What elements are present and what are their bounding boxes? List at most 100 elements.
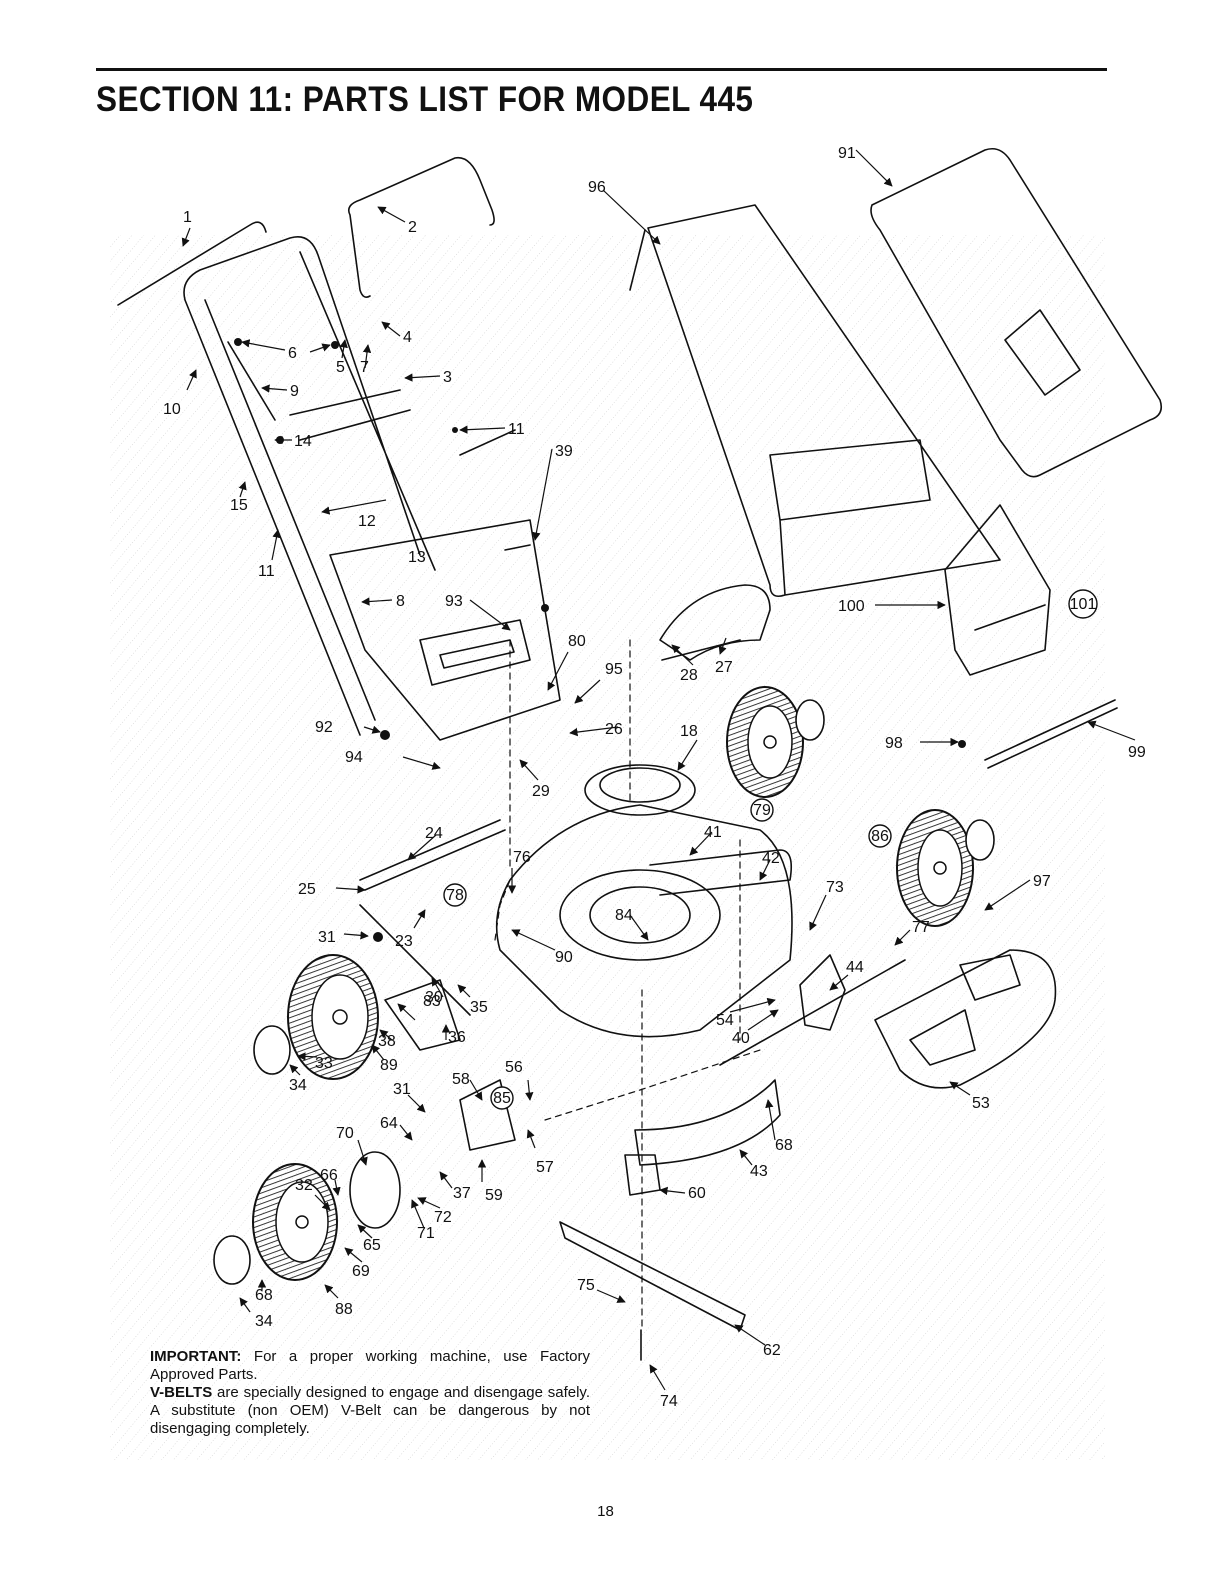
part-callout: 64 — [380, 1115, 398, 1132]
part-callout: 2 — [408, 219, 417, 236]
deck-inner-ring — [589, 886, 691, 944]
front-cover — [874, 949, 1057, 1089]
nut — [373, 932, 383, 942]
part-callout: 68 — [775, 1137, 793, 1154]
front-axle — [359, 904, 471, 1016]
part-callout: 43 — [750, 1163, 768, 1180]
nut — [452, 427, 458, 433]
nut — [380, 730, 390, 740]
height-adjuster-plate — [384, 979, 461, 1051]
upper-handle — [183, 236, 436, 736]
part-callout: 38 — [378, 1033, 396, 1050]
part-callout: 54 — [716, 1012, 734, 1029]
vbelts-text: are specially designed to engage and dis… — [150, 1384, 590, 1437]
part-callout: 14 — [294, 433, 312, 450]
control-rod — [227, 341, 276, 421]
part-callout: 25 — [298, 881, 316, 898]
part-callout: 3 — [443, 369, 452, 386]
important-paragraph: IMPORTANT: For a proper working machine,… — [150, 1348, 590, 1384]
handle-panel — [419, 619, 531, 686]
part-callout: 69 — [352, 1263, 370, 1280]
part-callout: 39 — [555, 443, 573, 460]
part-callout: 33 — [315, 1055, 333, 1072]
part-callout: 88 — [335, 1301, 353, 1318]
part-callout: 11 — [508, 421, 525, 438]
part-callout: 58 — [452, 1071, 470, 1088]
part-callout: 8 — [396, 593, 405, 610]
circled-callout-ring — [868, 824, 892, 848]
part-callout: 57 — [536, 1159, 554, 1176]
drive-shaft — [719, 959, 906, 1066]
deck-blade-housing — [559, 869, 721, 961]
mower-deck — [495, 804, 793, 1038]
upper-control-rod — [117, 221, 267, 306]
part-callout: 24 — [425, 825, 443, 842]
important-label: IMPORTANT: — [150, 1348, 242, 1365]
lift-bar — [359, 819, 506, 891]
part-callout: 37 — [453, 1185, 471, 1202]
circled-callout-ring — [750, 798, 774, 822]
wheel-front-left — [287, 954, 379, 1080]
part-callout: 10 — [163, 401, 181, 418]
part-callout: 99 — [1128, 744, 1146, 761]
part-callout: 53 — [972, 1095, 990, 1112]
part-callout: 42 — [762, 850, 780, 867]
circled-callout: 101 — [1070, 596, 1097, 613]
rear-bracket — [459, 1079, 516, 1151]
part-callout: 1 — [183, 209, 192, 226]
header-rule — [96, 68, 1107, 71]
hubcap-rear-left — [213, 1235, 251, 1285]
zone-control-bail — [347, 156, 495, 298]
part-callout: 26 — [605, 721, 623, 738]
grass-bag-frame — [870, 147, 1163, 478]
part-callout: 77 — [912, 919, 930, 936]
part-callout: 96 — [588, 179, 606, 196]
part-callout: 23 — [395, 933, 413, 950]
part-callout: 93 — [445, 593, 463, 610]
part-callout: 6 — [288, 345, 297, 362]
part-callout: 76 — [513, 849, 531, 866]
part-callout: 15 — [230, 497, 248, 514]
hubcap-front-left — [253, 1025, 291, 1075]
circled-callout: 85 — [493, 1090, 511, 1107]
part-callout: 18 — [680, 723, 698, 740]
part-callout: 4 — [403, 329, 412, 346]
part-callout: 9 — [290, 383, 299, 400]
circled-callout: 78 — [446, 887, 464, 904]
part-callout: 60 — [688, 1185, 706, 1202]
gear-wheel — [349, 1151, 401, 1229]
part-callout: 72 — [434, 1209, 452, 1226]
nut — [276, 436, 284, 444]
part-callout: 70 — [336, 1125, 354, 1142]
transmission — [799, 954, 846, 1031]
circled-callout-ring — [1068, 589, 1098, 619]
part-callout: 65 — [363, 1237, 381, 1254]
lower-handle — [289, 389, 561, 741]
part-callout: 90 — [555, 949, 573, 966]
part-callout: 44 — [846, 959, 864, 976]
part-callout: 92 — [315, 719, 333, 736]
part-callout: 29 — [532, 783, 550, 800]
part-callout: 56 — [505, 1059, 523, 1076]
hubcap-front-right — [965, 819, 995, 861]
part-callout: 83 — [423, 993, 441, 1010]
part-callout: 97 — [1033, 873, 1051, 890]
part-callout: 35 — [470, 999, 488, 1016]
part-callout: 66 — [320, 1167, 338, 1184]
part-callout: 13 — [408, 549, 426, 566]
page-title: SECTION 11: PARTS LIST FOR MODEL 445 — [96, 80, 754, 119]
part-callout: 36 — [448, 1029, 466, 1046]
part-callout: 28 — [680, 667, 698, 684]
part-callout: 71 — [417, 1225, 435, 1242]
part-callout: 32 — [295, 1177, 313, 1194]
part-callout: 7 — [360, 359, 369, 376]
rear-deflector — [659, 584, 771, 661]
part-callout: 100 — [838, 598, 865, 615]
wheel-rear-left — [252, 1163, 338, 1281]
part-callout: 5 — [336, 359, 345, 376]
part-callout: 31 — [393, 1081, 411, 1098]
page-number: 18 — [597, 1503, 614, 1520]
part-callout: 40 — [732, 1030, 750, 1047]
part-callout: 98 — [885, 735, 903, 752]
